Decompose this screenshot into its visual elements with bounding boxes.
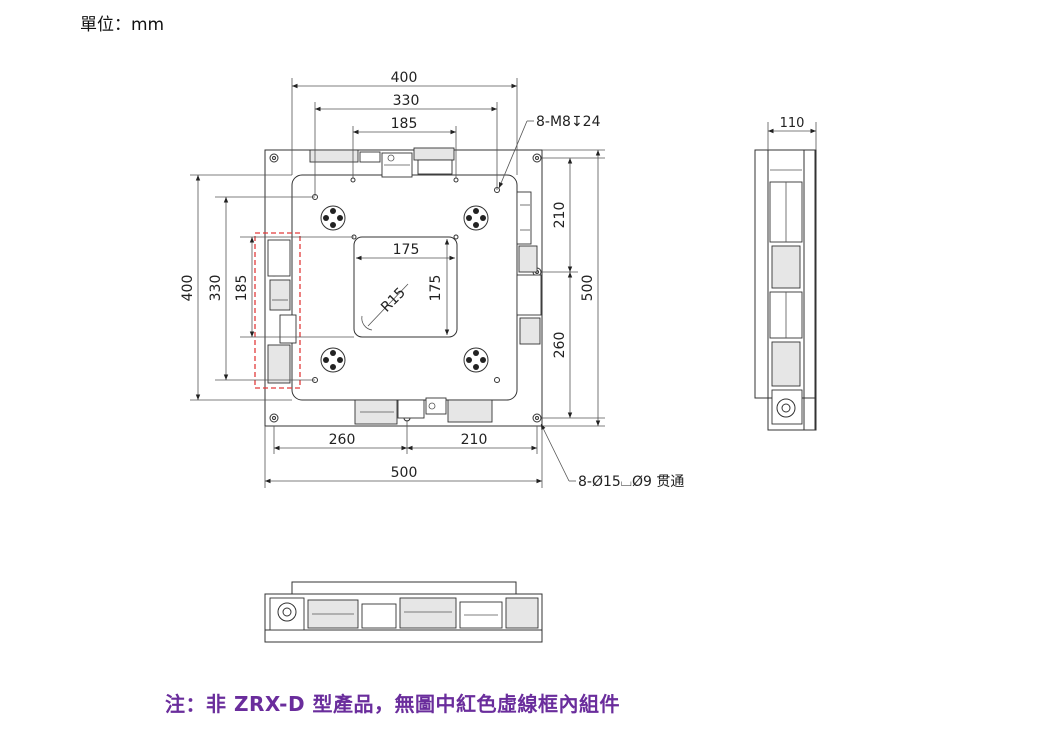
front-view: [264, 581, 543, 643]
callout-through-holes: 8-Ø15⌴Ø9 贯通: [578, 474, 684, 490]
front-table: [291, 581, 517, 595]
dim-height-mid: 330: [208, 275, 224, 302]
dim-width-outer: 400: [391, 70, 418, 86]
unit-label: 單位：mm: [80, 15, 165, 35]
radius-leader: [367, 283, 409, 327]
dim-bottom-left: 260: [329, 432, 356, 448]
through-holes: [269, 153, 542, 423]
dim-height-outer: 400: [180, 275, 196, 302]
top-drive-components: [309, 147, 455, 178]
bottom-drive-components: [354, 397, 493, 425]
dim-bottom-total: 500: [391, 465, 418, 481]
dim-right-total: 500: [580, 275, 596, 302]
center-height: 175: [428, 275, 444, 302]
side-view: 110: [754, 116, 817, 431]
base-plate: [264, 149, 543, 427]
top-view: R15: [254, 147, 543, 427]
callout-tapped-holes: 8-M8↧24: [536, 114, 601, 130]
dim-width-mid: 330: [393, 93, 420, 109]
center-width: 175: [393, 242, 420, 258]
dim-right-lower: 260: [552, 332, 568, 359]
dim-right-upper: 210: [552, 202, 568, 229]
footer-note: 注：非 ZRX-D 型產品，無圖中紅色虛線框內組件: [165, 692, 621, 716]
dimension-lines: 400 330 185 175 175 400 330 185 210: [180, 70, 684, 490]
dim-side-thickness: 110: [780, 116, 805, 131]
dim-bottom-right: 210: [461, 432, 488, 448]
dim-width-inner: 185: [391, 116, 418, 132]
right-drive-components: [516, 191, 542, 345]
left-drive-components: [267, 239, 297, 384]
bolt-patterns: [320, 205, 489, 373]
dim-height-inner: 185: [234, 275, 250, 302]
center-opening: [353, 236, 458, 338]
highlight-box: [254, 232, 301, 389]
side-table: [767, 149, 816, 431]
